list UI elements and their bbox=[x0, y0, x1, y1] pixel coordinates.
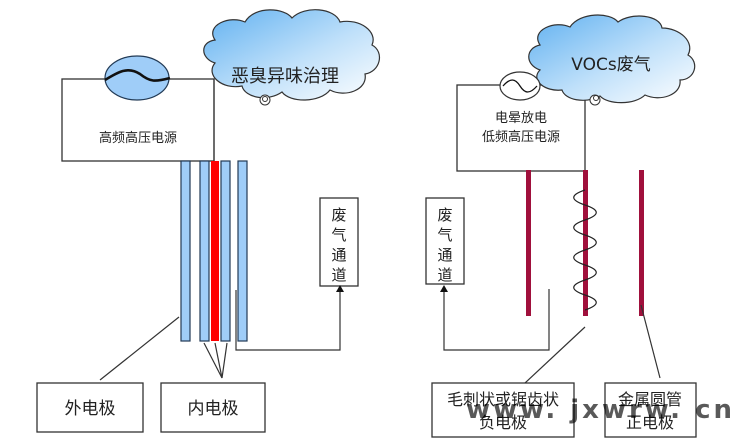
svg-text:废: 废 bbox=[437, 206, 452, 224]
barbed-negative-electrode-rod bbox=[583, 170, 588, 316]
svg-text:气: 气 bbox=[331, 226, 346, 244]
outer-dielectric-plate-right bbox=[237, 160, 248, 342]
cloud-label-vocs: VOCs废气 bbox=[571, 55, 650, 75]
svg-text:道: 道 bbox=[437, 266, 452, 284]
hv-electrode-red bbox=[211, 161, 219, 341]
inner-dielectric-plate-2 bbox=[220, 160, 231, 342]
positive-electrode-label-line1: 金属圆管 bbox=[618, 390, 682, 409]
svg-text:道: 道 bbox=[331, 266, 346, 284]
svg-text:废: 废 bbox=[331, 206, 346, 224]
right-gas-flow-arrow-icon bbox=[440, 285, 448, 292]
right-gas-channel-label: 废 气 通 道 bbox=[437, 206, 452, 284]
svg-text:通: 通 bbox=[437, 246, 452, 264]
negative-electrode-leader bbox=[524, 326, 586, 384]
right-gas-channel-box bbox=[425, 197, 465, 285]
ac-source-icon bbox=[499, 71, 541, 101]
cloud-label-odor: 恶臭异味治理 bbox=[231, 66, 339, 87]
metal-tube-positive-electrode-rod bbox=[639, 170, 644, 316]
lf-power-supply-label-line1: 电晕放电 bbox=[495, 111, 547, 126]
negative-electrode-label-line2: 负电极 bbox=[479, 413, 527, 432]
svg-text:气: 气 bbox=[437, 226, 452, 244]
left-gas-channel-label: 废 气 通 道 bbox=[331, 206, 346, 284]
vocs-cloud bbox=[528, 14, 696, 106]
inner-electrode-box bbox=[160, 382, 266, 433]
inner-dielectric-plate-1 bbox=[199, 160, 210, 342]
right-gas-flow-line bbox=[443, 289, 550, 351]
inner-electrode-leader-2 bbox=[214, 342, 223, 379]
watermark: www. jxwrw. cn bbox=[466, 395, 735, 425]
svg-text:通: 通 bbox=[331, 246, 346, 264]
inner-electrode-label: 内电极 bbox=[188, 399, 239, 419]
ac-source-icon bbox=[104, 55, 171, 101]
positive-electrode-box bbox=[604, 382, 697, 438]
left-diagram: 高频高压电源 恶臭异味治理 废 气 通 道 bbox=[36, 9, 381, 433]
left-gas-channel-box bbox=[319, 197, 359, 287]
left-gas-flow-line bbox=[235, 290, 341, 351]
helix-discharge-wire bbox=[573, 189, 597, 311]
outer-dielectric-plate-left bbox=[180, 160, 191, 342]
positive-electrode-label-line2: 正电极 bbox=[626, 413, 674, 432]
positive-electrode-leader bbox=[640, 304, 661, 379]
right-diagram: 电晕放电 低频高压电源 VOCs废气 废 气 通 道 bbox=[425, 14, 697, 438]
lf-power-supply-label-line2: 低频高压电源 bbox=[482, 129, 560, 145]
inner-electrode-leader-1 bbox=[203, 342, 223, 379]
inner-electrode-leader-3 bbox=[221, 342, 228, 379]
negative-electrode-box bbox=[431, 382, 575, 438]
outer-electrode-label: 外电极 bbox=[65, 399, 116, 419]
hf-power-supply-label: 高频高压电源 bbox=[99, 130, 177, 146]
outer-electrode-leader bbox=[99, 316, 180, 381]
left-gas-flow-arrow-icon bbox=[336, 285, 344, 292]
outer-electrode-box bbox=[36, 382, 144, 433]
left-collector-rod bbox=[526, 170, 531, 316]
odor-treatment-cloud bbox=[203, 9, 381, 106]
negative-electrode-label-line1: 毛刺状或锯齿状 bbox=[447, 390, 559, 409]
